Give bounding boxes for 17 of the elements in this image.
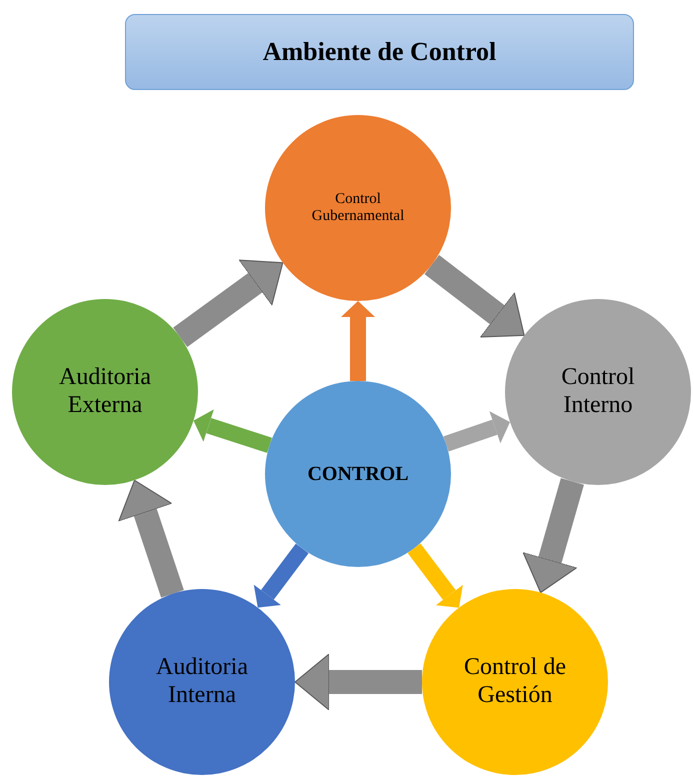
block-arrow	[424, 255, 525, 338]
block-arrow	[254, 544, 309, 608]
node-label: Control Gubernamental	[312, 190, 404, 226]
block-arrow	[341, 301, 375, 381]
node-label: Auditoria Externa	[58, 364, 152, 420]
title-text: Ambiente de Control	[262, 37, 496, 67]
block-arrow	[294, 654, 422, 710]
block-arrow	[173, 260, 284, 348]
node-label: Auditoria Interna	[155, 654, 249, 710]
block-arrow	[193, 409, 272, 453]
block-arrow	[522, 478, 584, 594]
block-arrow	[408, 543, 463, 608]
node-label: CONTROL	[307, 462, 409, 486]
node-label: Control de Gestión	[463, 654, 567, 710]
node-label: Control Interno	[560, 364, 636, 420]
block-arrow	[118, 480, 184, 598]
block-arrow	[443, 411, 510, 452]
